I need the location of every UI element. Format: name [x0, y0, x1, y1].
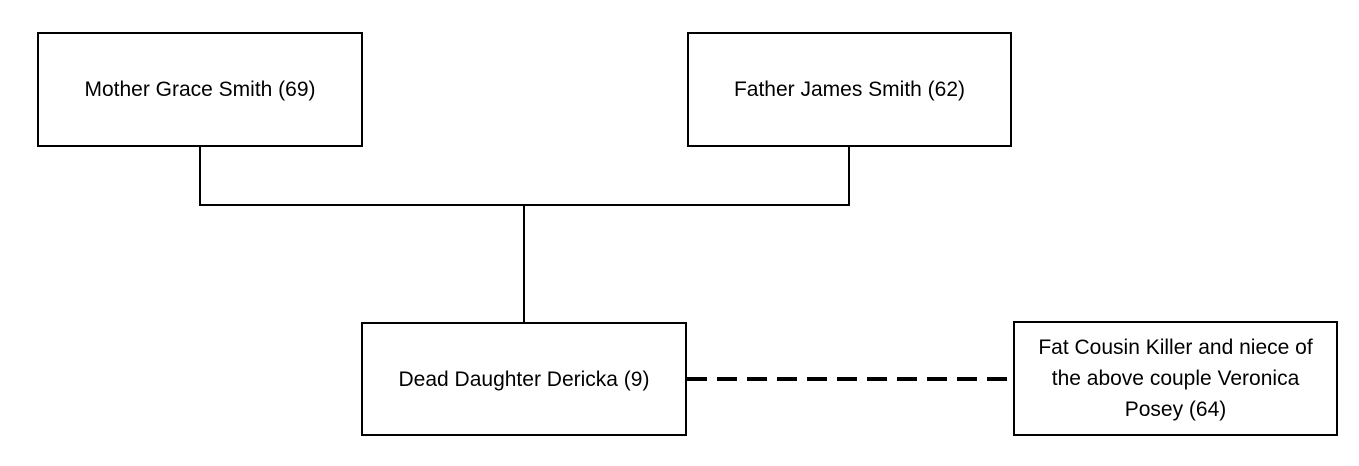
node-daughter: Dead Daughter Dericka (9)	[361, 322, 687, 436]
node-cousin: Fat Cousin Killer and niece of the above…	[1013, 321, 1338, 436]
node-cousin-label: Fat Cousin Killer and niece of the above…	[1038, 336, 1313, 421]
node-daughter-label: Dead Daughter Dericka (9)	[398, 367, 650, 391]
node-mother-label: Mother Grace Smith (69)	[84, 78, 316, 101]
node-father-label: Father James Smith (62)	[733, 78, 966, 101]
node-father: Father James Smith (62)	[687, 32, 1012, 147]
node-mother: Mother Grace Smith (69)	[37, 32, 363, 147]
